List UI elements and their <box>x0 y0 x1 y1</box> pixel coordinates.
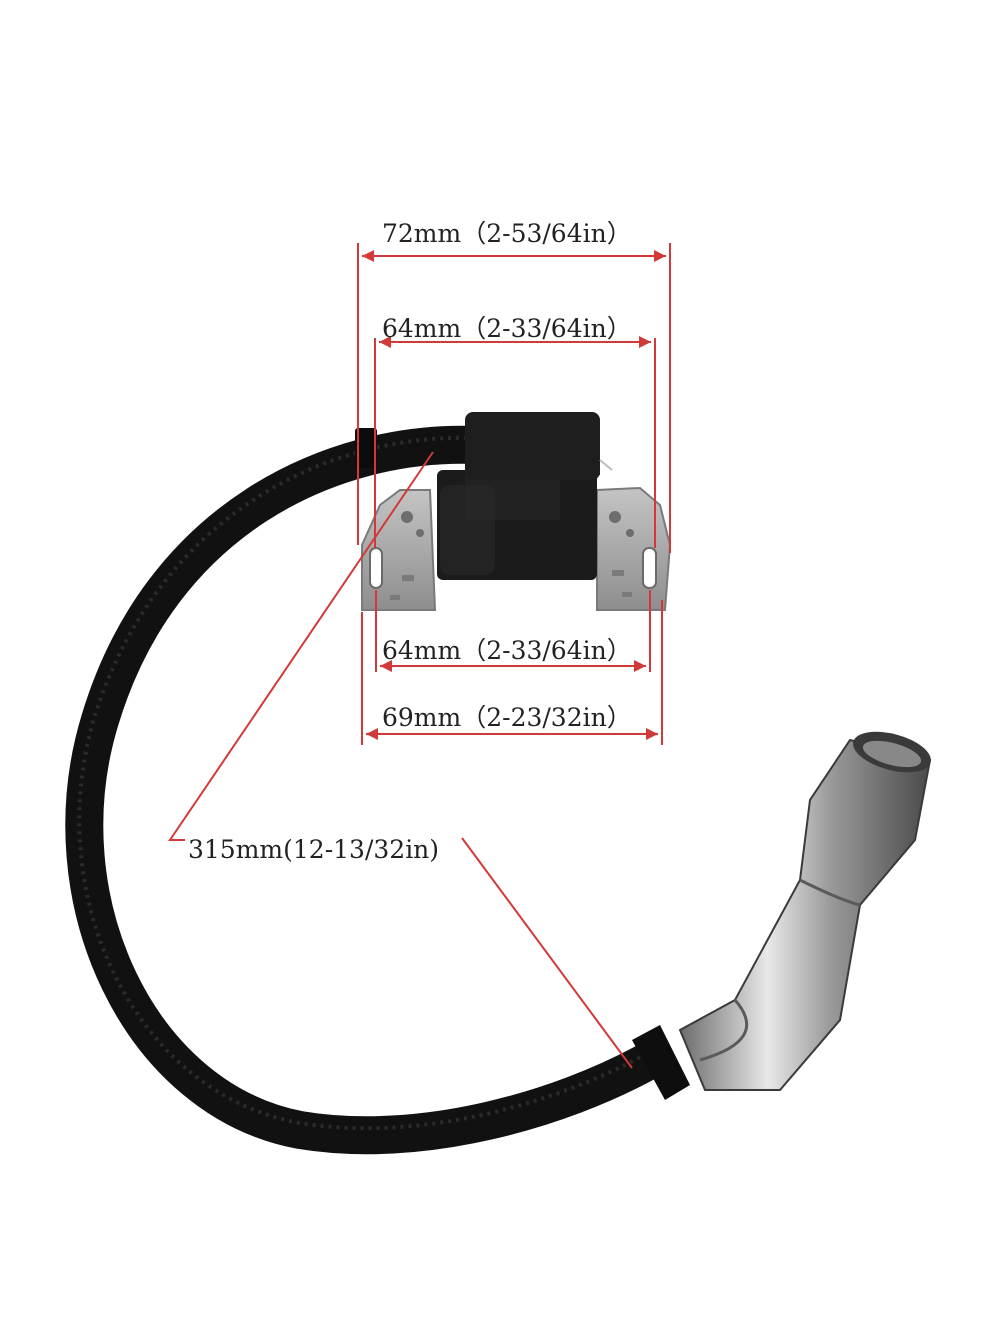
top-holes-dimension-label: 64mm（2-33/64in） <box>382 314 632 343</box>
boot-metal-terminal <box>678 738 932 1091</box>
bottom-holes-dimension-label: 64mm（2-33/64in） <box>382 636 632 665</box>
boot-rubber-collar <box>632 1025 690 1100</box>
left-bracket-slot <box>369 547 383 589</box>
right-bracket-slot <box>642 547 657 589</box>
dimension-lines <box>168 243 671 1069</box>
lead-length-leader-left <box>168 451 434 841</box>
lead-length-dimension-label: 315mm(12-13/32in) <box>188 835 439 864</box>
top-overall-dimension-label: 72mm（2-53/64in） <box>382 219 632 248</box>
spark-plug-boot <box>632 731 932 1100</box>
coil-body <box>437 412 613 580</box>
dimension-arrowheads <box>362 250 666 740</box>
ignition-lead-cable <box>65 425 669 1155</box>
lead-length-leader-right <box>461 837 633 1069</box>
bottom-overall-dimension-label: 69mm（2-23/32in） <box>382 703 632 732</box>
right-mounting-bracket <box>596 486 672 611</box>
cable-texture <box>77 435 649 1131</box>
cable-start-band <box>355 428 377 468</box>
